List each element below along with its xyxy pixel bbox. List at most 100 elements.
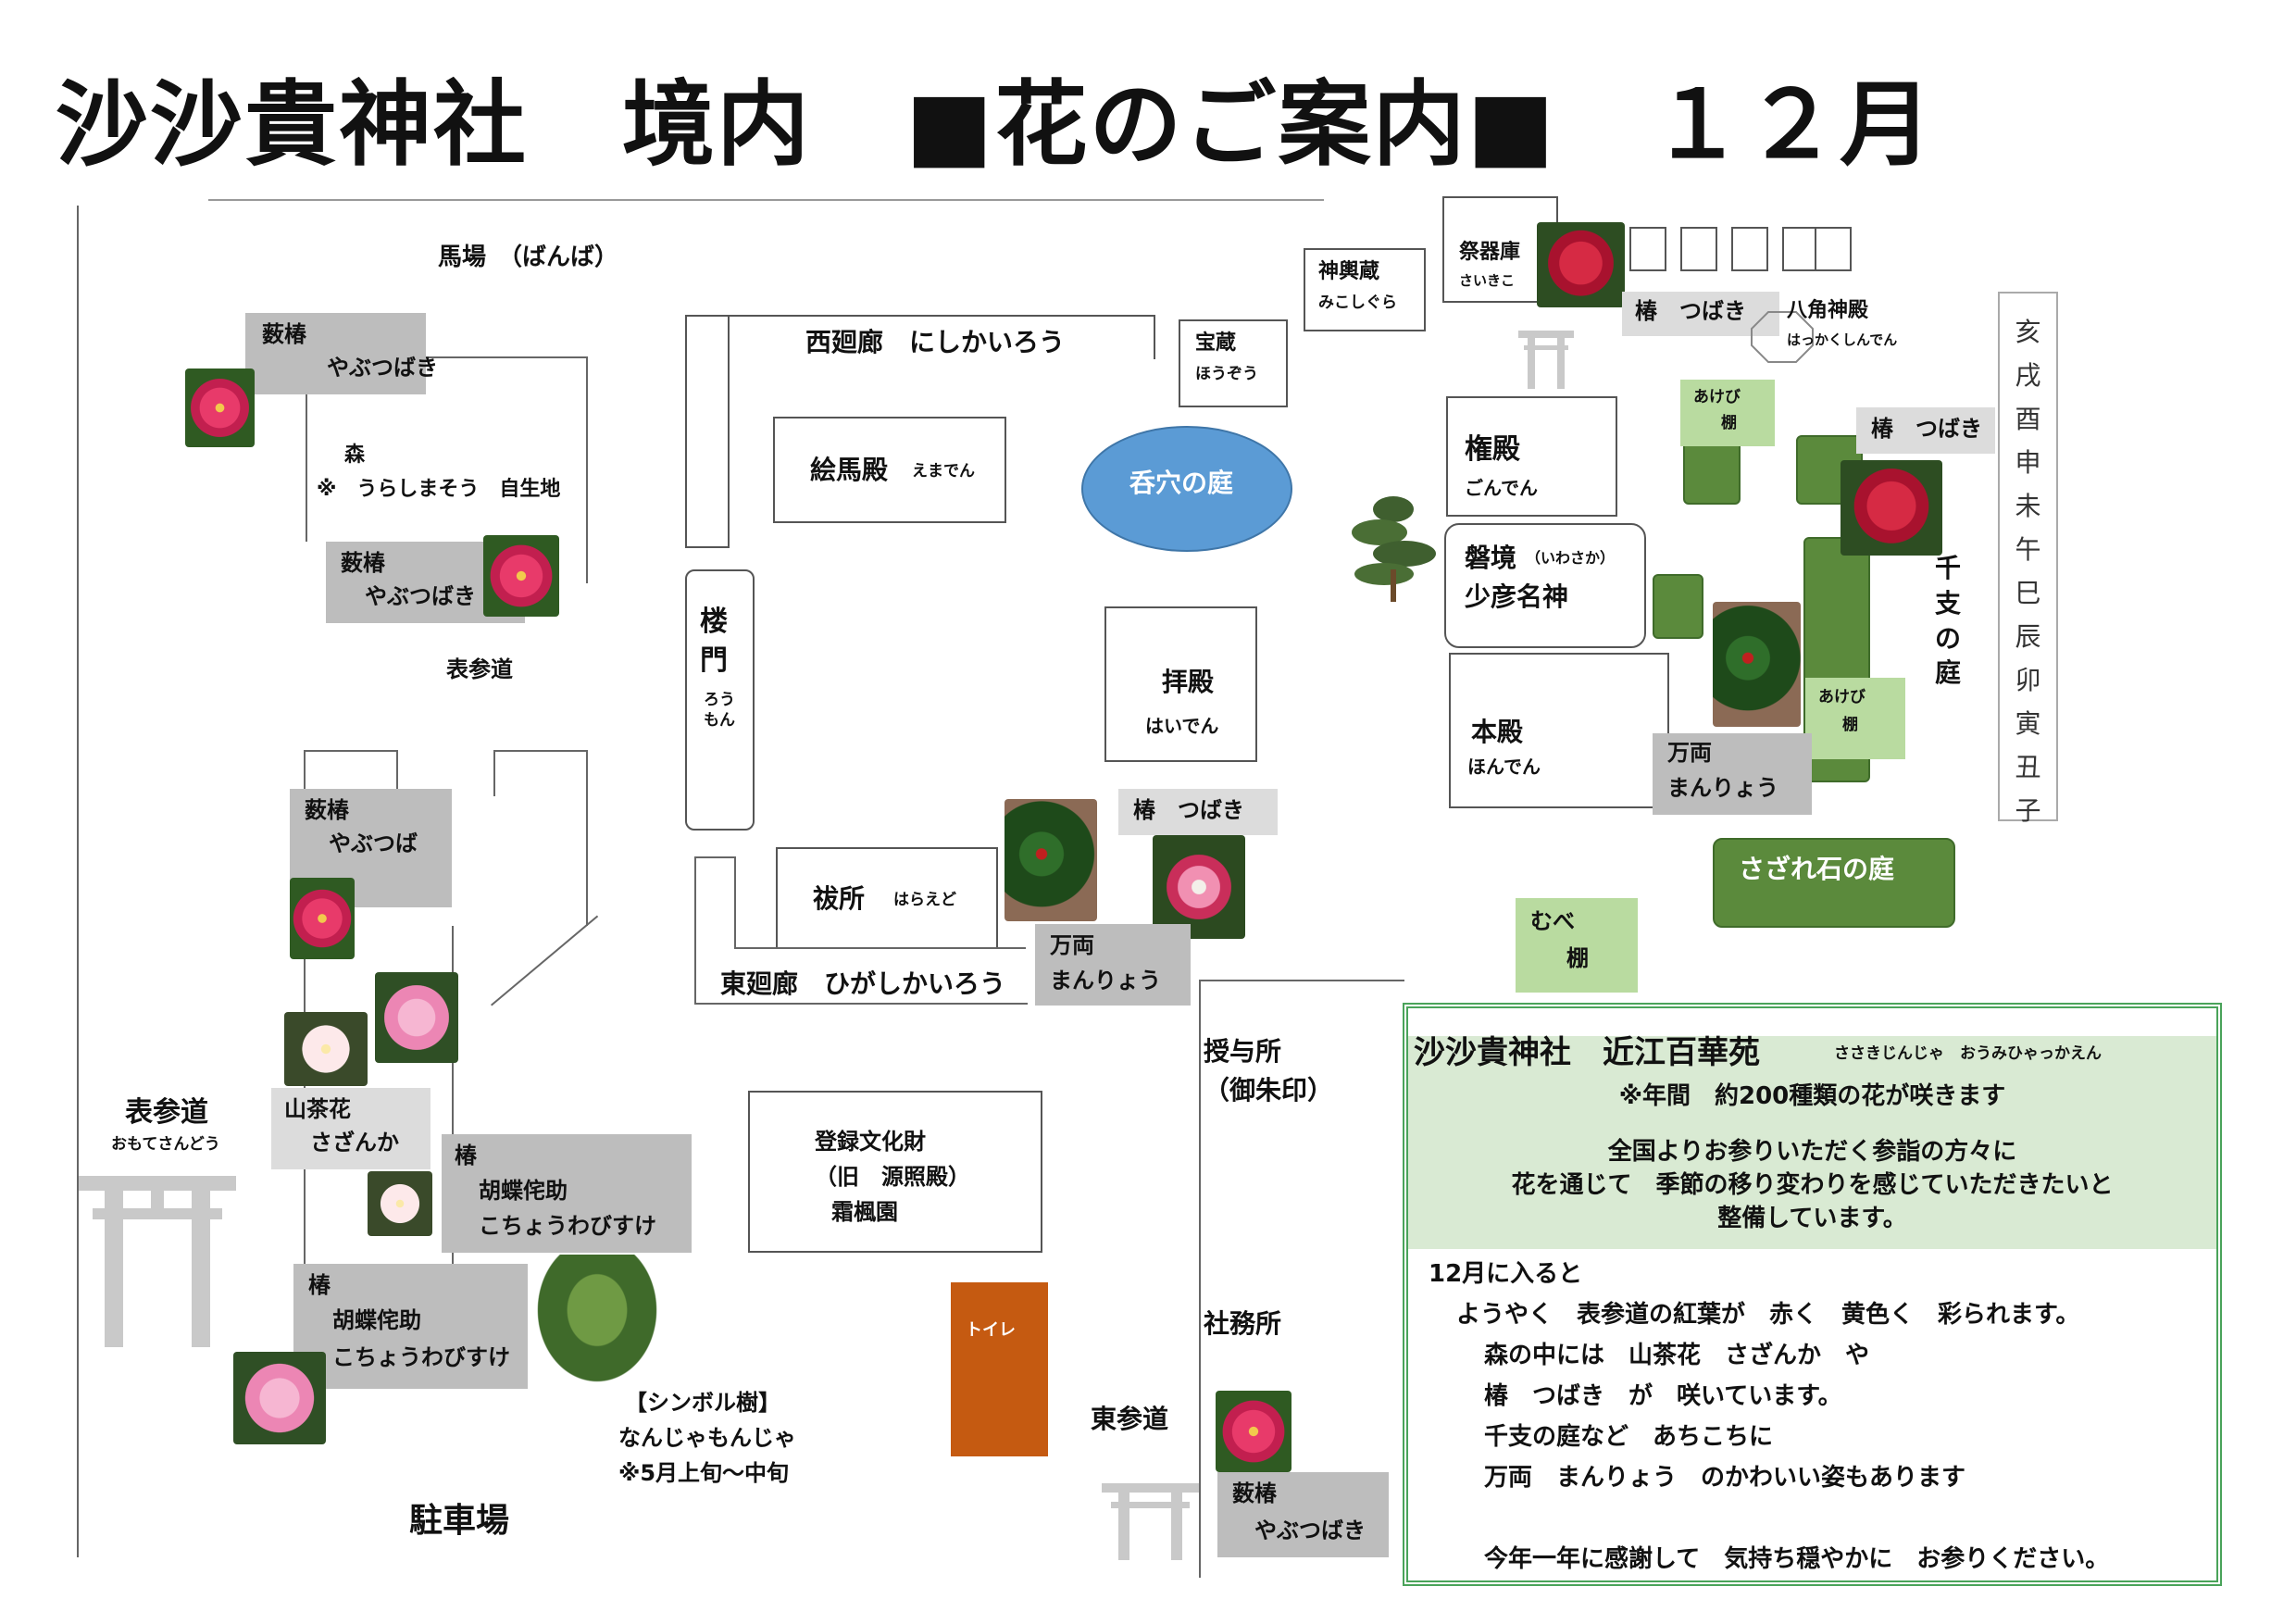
flower-label-tsubaki1: 椿 つばき bbox=[1118, 789, 1278, 835]
flower-name: 椿 bbox=[455, 1143, 477, 1168]
pine-tree-icon bbox=[1352, 496, 1436, 602]
symbol-tree-line2: なんじゃもんじゃ bbox=[618, 1425, 796, 1451]
omotesando-label-upper: 表参道 bbox=[446, 656, 513, 682]
saikiko-kana: さいきこ bbox=[1459, 272, 1516, 289]
haiden: 拝殿 はいでん bbox=[1104, 606, 1257, 762]
info-line3: 花を通じて 季節の移り変わりを感じていただきたいと bbox=[1511, 1171, 2114, 1199]
nishi-kairo bbox=[685, 315, 1155, 359]
mikoshigura-label: 神輿蔵 bbox=[1318, 260, 1380, 283]
symbol-tree-line1: 【シンボル樹】 bbox=[625, 1390, 780, 1416]
gonden-kana: ごんでん bbox=[1465, 477, 1538, 499]
info-body: 12月に入ると ようやく 表参道の紅葉が 赤く 黄色く 彩られます。 森の中には… bbox=[1429, 1254, 2206, 1580]
mube-label: 棚 bbox=[1566, 945, 1589, 971]
flower-kana: こちょうわびすけ bbox=[479, 1213, 656, 1239]
flower-label-manryo2: 万両 まんりょう bbox=[1653, 733, 1812, 815]
flower-name: 万両 bbox=[1667, 740, 1712, 766]
path-line bbox=[493, 750, 588, 752]
small-shrine-box bbox=[1782, 227, 1819, 271]
higashi-kairo-line bbox=[694, 856, 736, 858]
mori-note: ※ うらしまそう 自生地 bbox=[317, 478, 561, 501]
zodiac-sign: 巳 bbox=[2015, 578, 2041, 608]
info-line1: ※年間 約200種類の花が咲きます bbox=[1618, 1082, 2006, 1110]
akebi-label: 棚 bbox=[1721, 414, 1737, 432]
manryo-photo bbox=[1713, 602, 1801, 727]
boundary-left bbox=[77, 206, 79, 1557]
zodiac-sign: 辰 bbox=[2015, 621, 2041, 652]
zodiac-sign: 酉 bbox=[2015, 404, 2041, 434]
honden: 本殿 ほんでん bbox=[1449, 653, 1669, 808]
akebi-label: 棚 bbox=[1842, 716, 1858, 734]
romon-label: 楼門 bbox=[700, 603, 737, 681]
torii-icon bbox=[1102, 1483, 1199, 1560]
flower-label-yabu1: 薮椿 やぶつばき bbox=[245, 313, 438, 394]
higashi-kairo-label: 東廻廊 ひがしかいろう bbox=[720, 968, 1006, 999]
info-body-line: 12月に入ると bbox=[1429, 1260, 1583, 1288]
camellia-photo bbox=[1216, 1391, 1292, 1472]
flower-kana: まんりょう bbox=[1667, 775, 1778, 801]
higashi-kairo-line bbox=[694, 856, 696, 1005]
akebi-trellis-2: あけび 棚 bbox=[1805, 678, 1905, 759]
flower-name: 山茶花 bbox=[284, 1096, 351, 1122]
camellia-photo bbox=[375, 972, 458, 1063]
flower-label-yabu4: 薮椿 やぶつばき bbox=[1217, 1472, 1389, 1557]
parking-label: 駐車場 bbox=[409, 1502, 510, 1540]
flower-label-sazanka: 山茶花 さざんか bbox=[271, 1088, 430, 1169]
boundary-east-h bbox=[1199, 980, 1404, 981]
torii-icon bbox=[1518, 331, 1574, 389]
info-line2: 全国よりお参りいただく参詣の方々に bbox=[1607, 1138, 2017, 1166]
info-body-line: 万両 まんりょう のかわいい姿もあります bbox=[1484, 1464, 1966, 1492]
path-diagonal bbox=[491, 915, 599, 1006]
flower-name: 椿 bbox=[308, 1272, 331, 1298]
path-line bbox=[304, 750, 306, 796]
gonden: 権殿 ごんでん bbox=[1446, 396, 1617, 517]
flower-kana: まんりょう bbox=[1050, 968, 1161, 993]
eto-garden-label: 千支の庭 bbox=[1935, 553, 1962, 689]
flower-kana: やぶつばき bbox=[1254, 1518, 1366, 1543]
heritage-line1: 登録文化財 bbox=[815, 1129, 926, 1155]
donketsu-label: 呑穴の庭 bbox=[1129, 468, 1234, 498]
zodiac-sign: 申 bbox=[2015, 447, 2041, 478]
mori-label: 森 bbox=[344, 443, 366, 467]
romon-text: 楼門 bbox=[700, 606, 728, 677]
small-shrine-box bbox=[1680, 227, 1717, 271]
zodiac-sign: 午 bbox=[2015, 534, 2041, 565]
symbol-tree-line3: ※5月上旬～中旬 bbox=[618, 1460, 790, 1486]
camellia-photo bbox=[368, 1171, 432, 1236]
flower-name: 椿 つばき bbox=[1133, 797, 1244, 823]
flower-name: 椿 つばき bbox=[1871, 416, 1982, 442]
mori-border-left bbox=[306, 356, 307, 542]
honden-label: 本殿 bbox=[1471, 717, 1524, 747]
omotesando-label-lower: 表参道 bbox=[125, 1096, 208, 1129]
info-body-line: 椿 つばき が 咲いています。 bbox=[1484, 1382, 1842, 1410]
garden-bed bbox=[1683, 435, 1741, 505]
shamusho-label: 社務所 bbox=[1204, 1308, 1282, 1339]
path-line bbox=[452, 926, 454, 1268]
flower-label-kocho2: 椿 胡蝶侘助 こちょうわびすけ bbox=[293, 1264, 532, 1389]
camellia-photo bbox=[1537, 222, 1625, 307]
mikoshigura-kana: みこしぐら bbox=[1318, 294, 1397, 312]
zodiac-column: 亥戌酉申未午巳辰卯寅丑子 bbox=[1998, 292, 2058, 826]
sazareishi-garden: さざれ石の庭 bbox=[1713, 838, 1955, 928]
zodiac-sign: 戌 bbox=[2015, 360, 2041, 391]
goshuin-label: （御朱印） bbox=[1204, 1075, 1334, 1106]
camellia-photo bbox=[1153, 835, 1245, 939]
flower-name: 薮椿 bbox=[262, 321, 306, 347]
path-line bbox=[493, 750, 495, 796]
mube-label: むべ bbox=[1530, 908, 1575, 934]
emaden-kana: えまでん bbox=[912, 462, 975, 481]
info-body-line: 森の中には 山茶花 さざんか や bbox=[1484, 1342, 1870, 1369]
houzou: 宝蔵 ほうぞう bbox=[1179, 319, 1288, 407]
flower-name: 薮椿 bbox=[341, 550, 385, 576]
hakkaku-label: 八角神殿 bbox=[1787, 299, 1869, 322]
path-line bbox=[396, 750, 398, 796]
camellia-photo bbox=[1841, 460, 1942, 556]
boundary-east-v bbox=[1199, 980, 1201, 1578]
toilet: トイレ bbox=[951, 1282, 1048, 1456]
emaden-label: 絵馬殿 bbox=[810, 455, 889, 485]
honden-kana: ほんでん bbox=[1467, 756, 1541, 778]
manryo-photo bbox=[1004, 799, 1097, 921]
info-heading: 沙沙貴神社 近江百華苑 bbox=[1414, 1034, 1760, 1071]
flower-label-kocho1: 椿 胡蝶侘助 こちょうわびすけ bbox=[442, 1134, 692, 1253]
zodiac-sign: 未 bbox=[2015, 491, 2041, 521]
flower-name: 薮椿 bbox=[1232, 1480, 1277, 1506]
